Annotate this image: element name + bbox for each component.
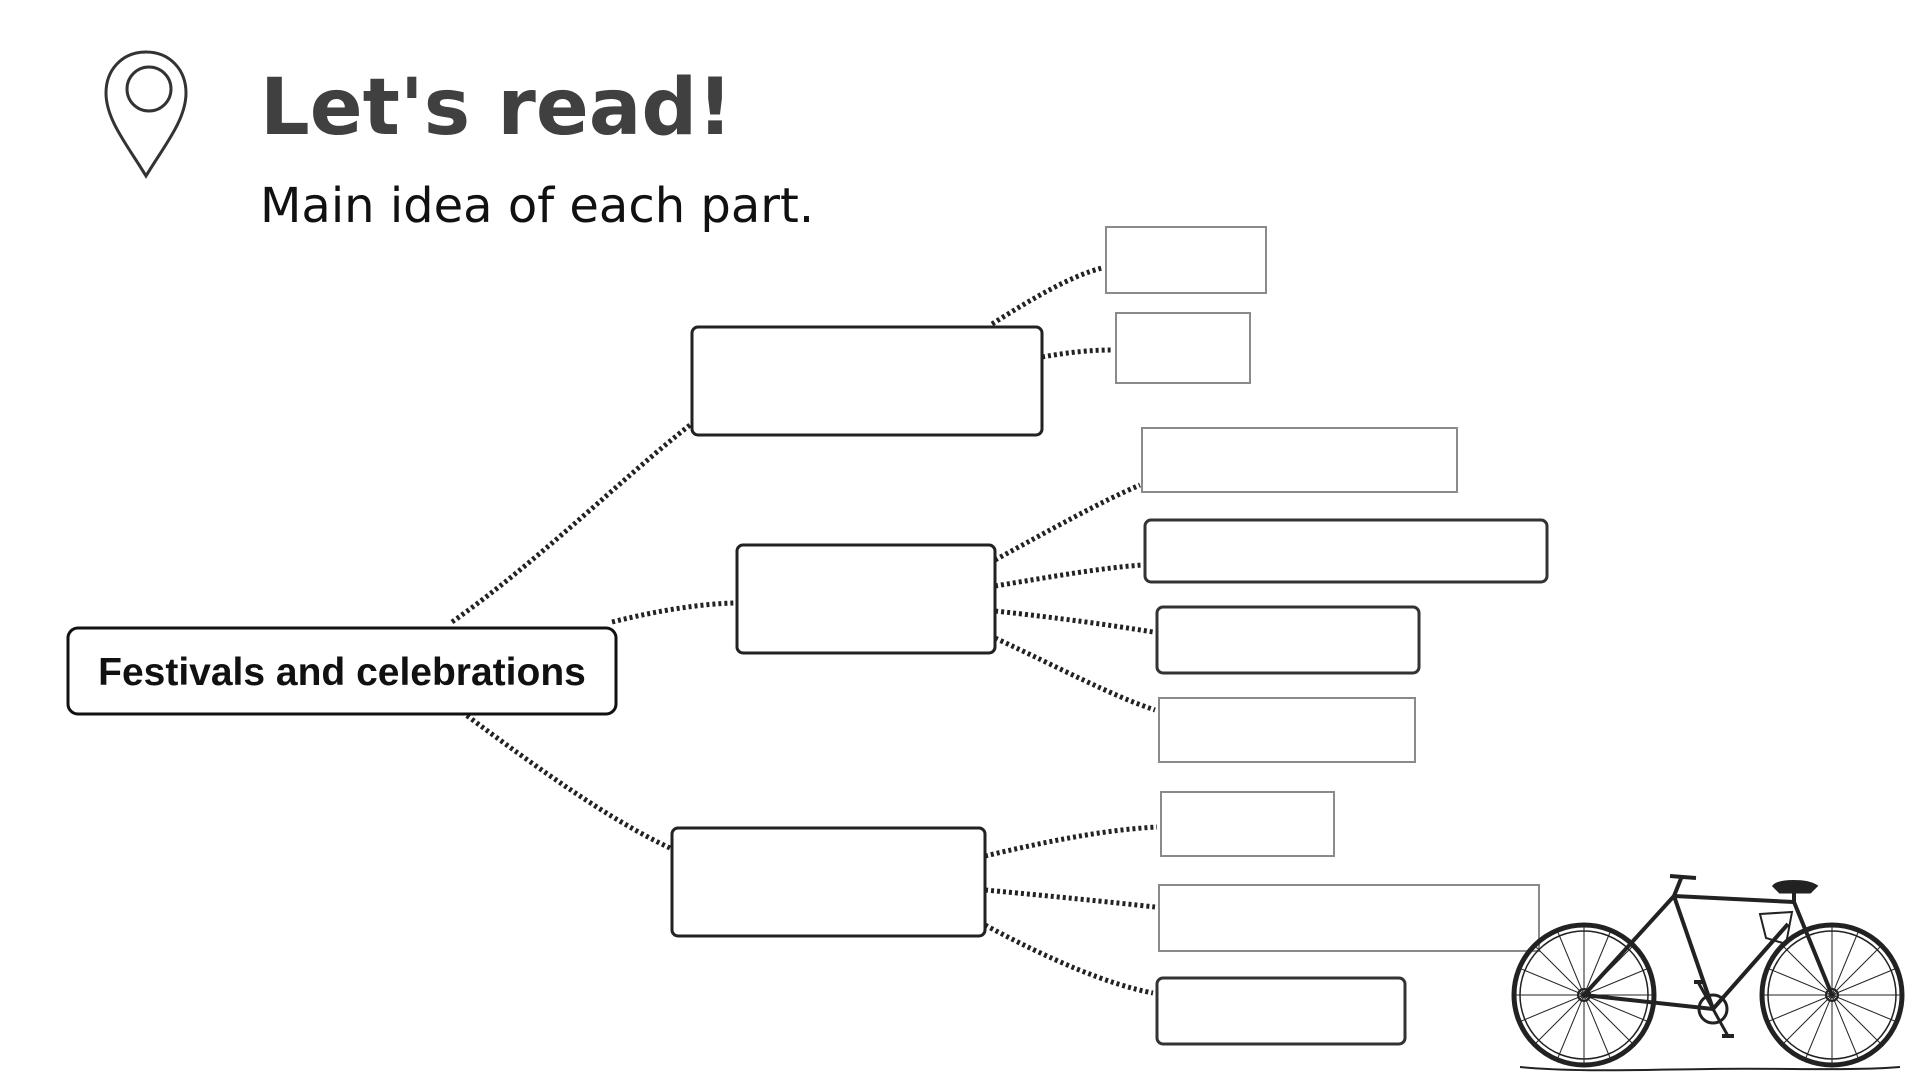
root-node: Festivals and celebrations (66, 626, 618, 716)
connectors (450, 265, 1158, 996)
leaf-node-2-4 (1158, 697, 1416, 763)
root-node-label: Festivals and celebrations (98, 651, 586, 694)
page-subtitle: Main idea of each part. (260, 178, 815, 234)
location-pin-icon (104, 50, 188, 179)
connector-root-branch-1 (450, 423, 692, 625)
branch-node-2 (735, 543, 997, 655)
connector-branch-3-child-2 (984, 887, 1156, 910)
leaf-node-2-1 (1141, 427, 1458, 493)
connector-root-branch-3 (460, 709, 672, 851)
leaf-node-3-1 (1160, 791, 1335, 857)
leaf-node-3-3 (1155, 976, 1407, 1046)
connector-branch-2-child-4 (993, 635, 1156, 713)
connector-branch-3-child-1 (984, 824, 1158, 859)
connector-branch-2-child-2 (994, 562, 1143, 589)
connector-branch-3-child-3 (983, 922, 1154, 996)
connector-branch-1-child-2 (1041, 347, 1113, 360)
connector-root-branch-2 (611, 600, 735, 625)
connector-branch-1-child-1 (990, 265, 1103, 327)
branch-node-3 (670, 826, 987, 938)
page-title: Let's read! (260, 63, 733, 153)
leaf-node-2-2 (1143, 518, 1549, 584)
branch-node-1 (690, 325, 1044, 437)
connector-branch-2-child-1 (993, 482, 1141, 563)
leaf-node-2-3 (1155, 605, 1421, 675)
bicycle-illustration (1511, 874, 1905, 1072)
leaf-node-1-1 (1105, 226, 1267, 294)
leaf-node-3-2 (1158, 884, 1540, 952)
leaf-node-1-2 (1115, 312, 1251, 384)
connector-branch-2-child-3 (994, 608, 1154, 635)
